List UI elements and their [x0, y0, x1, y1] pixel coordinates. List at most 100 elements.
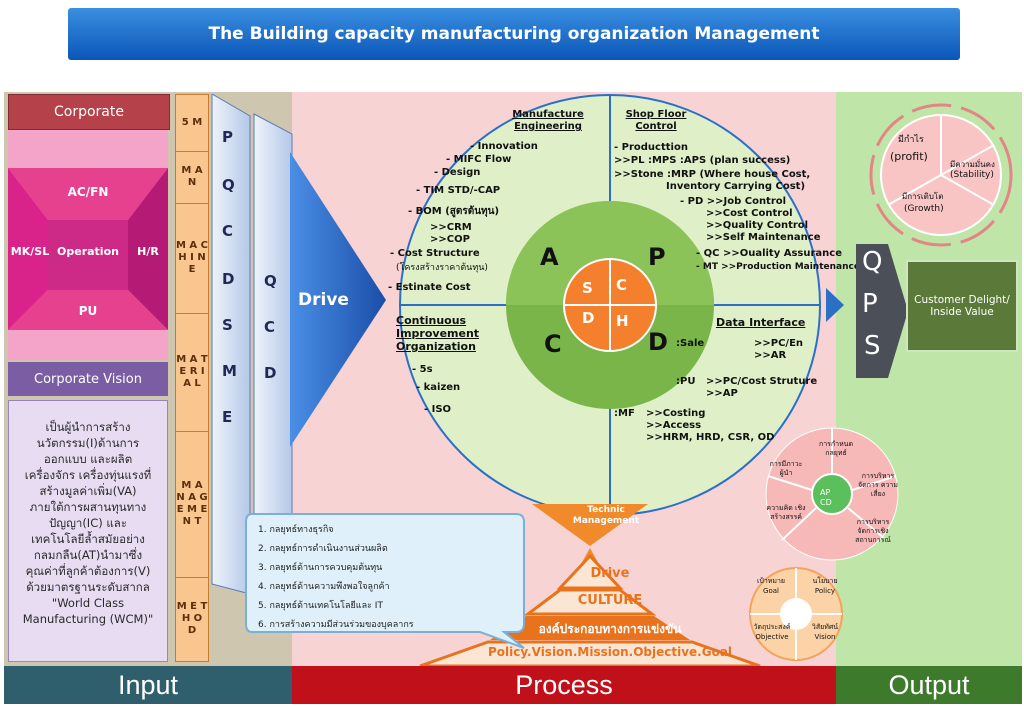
vision-text: เป็นผู้นำการสร้าง นวัตกรรม(I)ด้านการ ออก…	[8, 400, 168, 662]
drive-label: Drive	[298, 290, 349, 310]
corporate-label: Corporate	[8, 94, 170, 130]
di-item: :MF	[614, 408, 635, 419]
apcd-label: การบริหาร จัดการเชิง สถานการณ์	[855, 518, 891, 544]
apcd-center-bottom: CD	[820, 498, 832, 507]
me-item: >>CRM	[430, 222, 472, 233]
di-item: >>HRM, HRD, CSR, OD	[646, 432, 775, 443]
apcd-a: A	[540, 243, 559, 271]
me-item: - Estinate Cost	[388, 282, 471, 293]
goal-label: นโยบาย Policy	[812, 577, 838, 595]
pie-profit-th: มีกำไร	[898, 135, 924, 145]
strategy-item: 2. กลยุทธ์การดำเนินงานส่วนผลิต	[258, 544, 388, 554]
me-item: - Innovation	[470, 141, 538, 152]
sfc-item: Inventory Carrying Cost)	[666, 181, 806, 192]
diamond-bottom: PU	[79, 304, 98, 318]
corporate-diamond: AC/FN MK/SL Operation H/R PU	[8, 130, 168, 360]
sqdh-c: C	[616, 276, 628, 294]
customer-delight-box: Customer Delight/ Inside Value	[906, 260, 1018, 352]
manufacture-engineering-title: Manufacture Engineering	[512, 109, 584, 132]
sfc-item: >>Cost Control	[706, 208, 793, 219]
vision-line: สร้างมูลค่าเพิ่ม(VA)	[39, 484, 137, 498]
vision-line: ด้วยมาตรฐานระดับสากล	[26, 580, 150, 594]
diamond-top: AC/FN	[68, 185, 109, 199]
page-title: The Building capacity manufacturing orga…	[68, 8, 960, 60]
footer-input: Input	[4, 666, 292, 704]
vision-line: เป็นผู้นำการสร้าง	[45, 420, 131, 434]
apcd-d: D	[648, 328, 668, 356]
qcd-d: D	[264, 364, 277, 382]
process-circle	[399, 94, 844, 516]
apcd-circle	[765, 427, 899, 561]
footer-process: Process	[292, 666, 836, 704]
me-item: - MIFC Flow	[446, 154, 512, 165]
strategy-item: 1. กลยุทธ์ทางธุรกิจ	[258, 525, 334, 535]
sfc-item: - MT >>Production Maintenance	[696, 262, 860, 272]
me-item: - Cost Structure	[390, 248, 480, 259]
shop-floor-control-title: Shop Floor Control	[625, 109, 687, 132]
drive-arrow	[290, 152, 386, 447]
five-m-column: 5 M M A N M A C H I N E M A T E R I A L …	[175, 94, 209, 662]
apcd-label: ความคิด เชิงสร้างสรรค์	[766, 504, 806, 521]
di-item: :PU	[676, 376, 696, 387]
vision-line: ปัญญา(IC) และ	[48, 516, 128, 530]
goal-label: วัตถุประสงค์ Objective	[753, 623, 791, 641]
goal-ring	[749, 567, 843, 661]
ci-item: - 5s	[412, 364, 433, 375]
pie-growth-en: (Growth)	[904, 204, 944, 214]
qps-p: P	[862, 289, 878, 319]
ci-item: - kaizen	[416, 382, 461, 393]
qcd-q: Q	[264, 272, 277, 290]
strategy-item: 4. กลยุทธ์ด้านความพึงพอใจลูกค้า	[258, 582, 390, 592]
pie-profit-en: (profit)	[890, 150, 928, 163]
sfc-item: - Producttion	[614, 142, 688, 153]
apcd-center-top: AP	[820, 488, 831, 497]
five-m-header: 5 M	[176, 95, 208, 152]
pyramid-drive: Drive	[590, 566, 630, 581]
goal-label: เป้าหมาย Goal	[756, 577, 786, 595]
me-item: - BOM (สูตรต้นทุน)	[408, 206, 500, 217]
vision-line: Manufacturing (WCM)"	[22, 612, 154, 626]
sqdh-s: S	[582, 279, 593, 297]
profit-pie	[869, 103, 1013, 247]
diamond-left: MK/SL	[11, 245, 49, 258]
me-item: (โครงสร้างราคาต้นทุน)	[396, 263, 488, 273]
pqcdsme-p: P	[222, 128, 233, 146]
vision-line: คุณค่าที่ลูกค้าต้องการ(V)	[25, 564, 151, 578]
footer-output: Output	[836, 666, 1022, 704]
pie-growth-th: มีการเติบโต	[902, 192, 944, 201]
pie-stability-th: มีความมั่นคง	[950, 160, 995, 169]
technic-management-label: Technic Management	[572, 505, 640, 526]
strategy-item: 6. การสร้างความมีส่วนร่วมของบุคลากร	[258, 620, 414, 630]
ci-item: - ISO	[424, 404, 452, 415]
apcd-c: C	[544, 330, 562, 358]
pqcdsme-q: Q	[222, 176, 235, 194]
apcd-label: การบริหาร จัดการ ความเสี่ยง	[858, 472, 898, 498]
sqdh-d: D	[582, 309, 595, 327]
diamond-right: H/R	[137, 245, 159, 258]
vision-line: "World Class	[51, 596, 125, 610]
corporate-vision-label: Corporate Vision	[8, 362, 168, 396]
pie-stability-en: (Stability)	[950, 170, 994, 180]
pyramid-culture: CULTURE	[577, 593, 643, 608]
di-item: >>PC/En	[754, 338, 804, 349]
strategy-item: 3. กลยุทธ์ด้านการควบคุมต้นทุน	[258, 563, 383, 573]
sfc-item: >>Stone :MRP (Where house Cost,	[614, 169, 811, 180]
pqcdsme-arrows	[211, 94, 293, 595]
di-item: :Sale	[676, 338, 705, 349]
continuous-improvement-title: Continuous Improvement Organization	[396, 314, 480, 353]
di-item: >>PC/Cost Struture	[706, 376, 818, 387]
pqcdsme-e: E	[222, 408, 233, 426]
di-item: >>AR	[754, 350, 787, 361]
pqcdsme-s: S	[222, 316, 233, 334]
qps-arrow	[856, 244, 908, 378]
qcd-c: C	[264, 318, 276, 336]
five-m-management: M A N A G E M E N T	[176, 431, 208, 578]
sfc-item: >>Quality Control	[706, 220, 809, 231]
data-interface-title: Data Interface	[716, 316, 806, 329]
goal-label: วิสัยทัศน์ Vision	[811, 623, 839, 641]
sfc-item: - PD >>Job Control	[680, 196, 787, 207]
vision-line: เทคโนโลยีล้ำสมัยอย่าง	[31, 532, 145, 546]
pyramid-competitive: องค์ประกอบทางการแข่งขัน	[538, 622, 682, 636]
apcd-label: การมีภาวะ ผู้นำ	[769, 460, 803, 477]
qps-q: Q	[862, 247, 883, 277]
